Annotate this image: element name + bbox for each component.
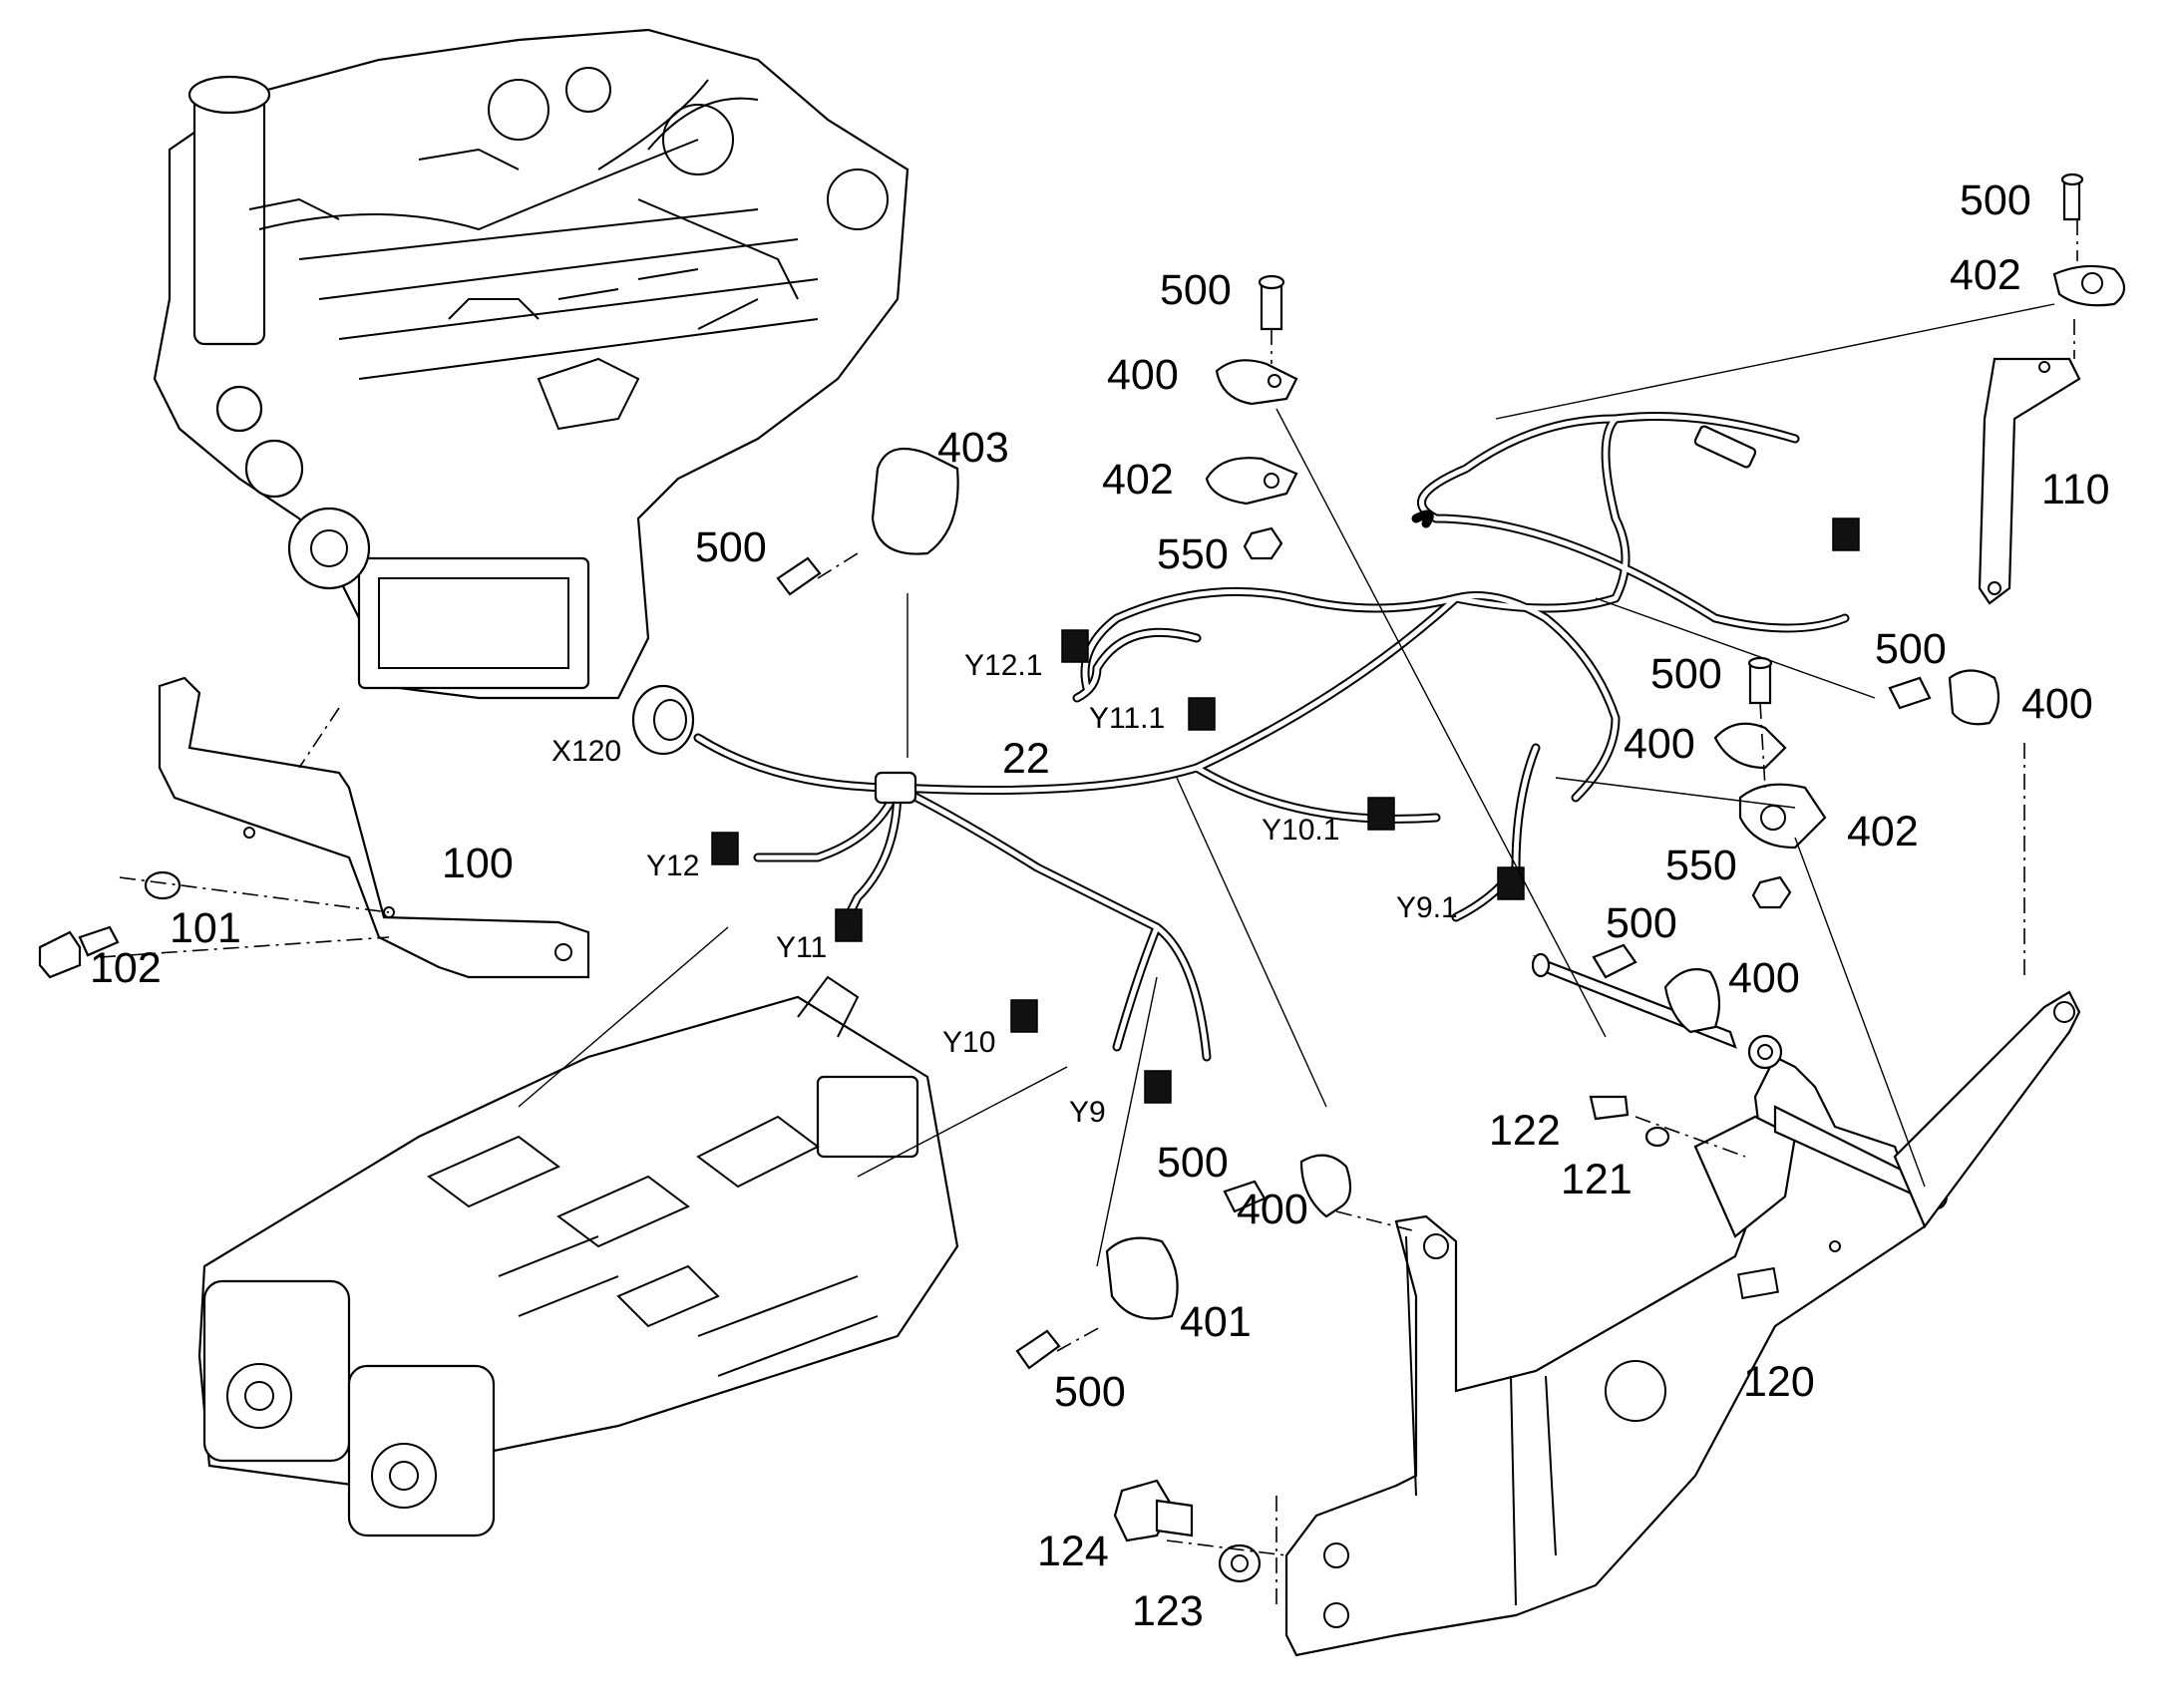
label-400: 400 (1728, 954, 1800, 1002)
label-123: 123 (1132, 1587, 1204, 1635)
engine-illustration (153, 28, 909, 700)
washer-101 (144, 870, 182, 900)
label-402: 402 (1102, 456, 1174, 504)
label-y9: Y9 (1069, 1096, 1106, 1129)
label-500: 500 (695, 523, 767, 571)
label-500: 500 (1875, 625, 1947, 673)
label-y12-1: Y12.1 (964, 649, 1042, 682)
label-400: 400 (1107, 351, 1179, 399)
label-550: 550 (1157, 530, 1229, 578)
connector-y10-1-block (1367, 797, 1395, 831)
label-y10: Y10 (942, 1026, 995, 1059)
bracket-120 (1284, 952, 2081, 1657)
label-110: 110 (2041, 466, 2110, 513)
connector-y12-block (711, 832, 739, 865)
wire-harness-22 (631, 412, 1850, 1062)
connector-y11-1-block (1188, 697, 1216, 731)
connector-top-right-block (1832, 517, 1860, 551)
connector-blocks (711, 517, 1860, 1104)
connector-y10-block (1010, 999, 1038, 1033)
label-402: 402 (1950, 251, 2021, 299)
label-500: 500 (1054, 1368, 1126, 1416)
label-y9-1: Y9.1 (1396, 891, 1458, 924)
label-550: 550 (1665, 842, 1737, 889)
label-400: 400 (1624, 720, 1695, 768)
label-400: 400 (2021, 680, 2093, 728)
label-122: 122 (1489, 1107, 1561, 1155)
label-100: 100 (442, 840, 514, 887)
label-y12: Y12 (646, 850, 699, 882)
label-500: 500 (1650, 650, 1722, 698)
connector-y11-block (835, 908, 863, 942)
label-y11-1: Y11.1 (1089, 702, 1165, 735)
label-120: 120 (1743, 1358, 1815, 1406)
bolt-102 (38, 925, 120, 979)
bracket-100 (158, 676, 590, 979)
label-y11: Y11 (776, 931, 827, 964)
label-124: 124 (1037, 1528, 1109, 1575)
fasteners (776, 172, 2126, 1583)
label-22: 22 (1002, 735, 1050, 783)
label-403: 403 (937, 424, 1009, 472)
label-402: 402 (1847, 808, 1919, 855)
label-102: 102 (90, 944, 162, 992)
label-400: 400 (1237, 1186, 1308, 1233)
connector-y9-block (1144, 1070, 1172, 1104)
label-500: 500 (1606, 899, 1677, 947)
label-500: 500 (1160, 266, 1232, 314)
leader-lines (99, 219, 2078, 1605)
part-labels: 500 402 110 500 400 402 550 403 500 500 … (90, 176, 2110, 1635)
connector-labels: X120 Y12.1 Y11.1 Y10.1 Y9.1 Y12 Y11 Y10 … (551, 649, 1458, 1129)
bracket-110 (1978, 357, 2081, 605)
label-101: 101 (170, 904, 241, 952)
label-121: 121 (1561, 1156, 1633, 1203)
label-500: 500 (1960, 176, 2031, 224)
pump-illustration (197, 975, 959, 1537)
label-y10-1: Y10.1 (1262, 814, 1339, 847)
label-401: 401 (1180, 1298, 1252, 1346)
label-x120: X120 (551, 735, 621, 768)
label-500: 500 (1157, 1139, 1229, 1187)
connector-y12-1-block (1061, 629, 1089, 663)
